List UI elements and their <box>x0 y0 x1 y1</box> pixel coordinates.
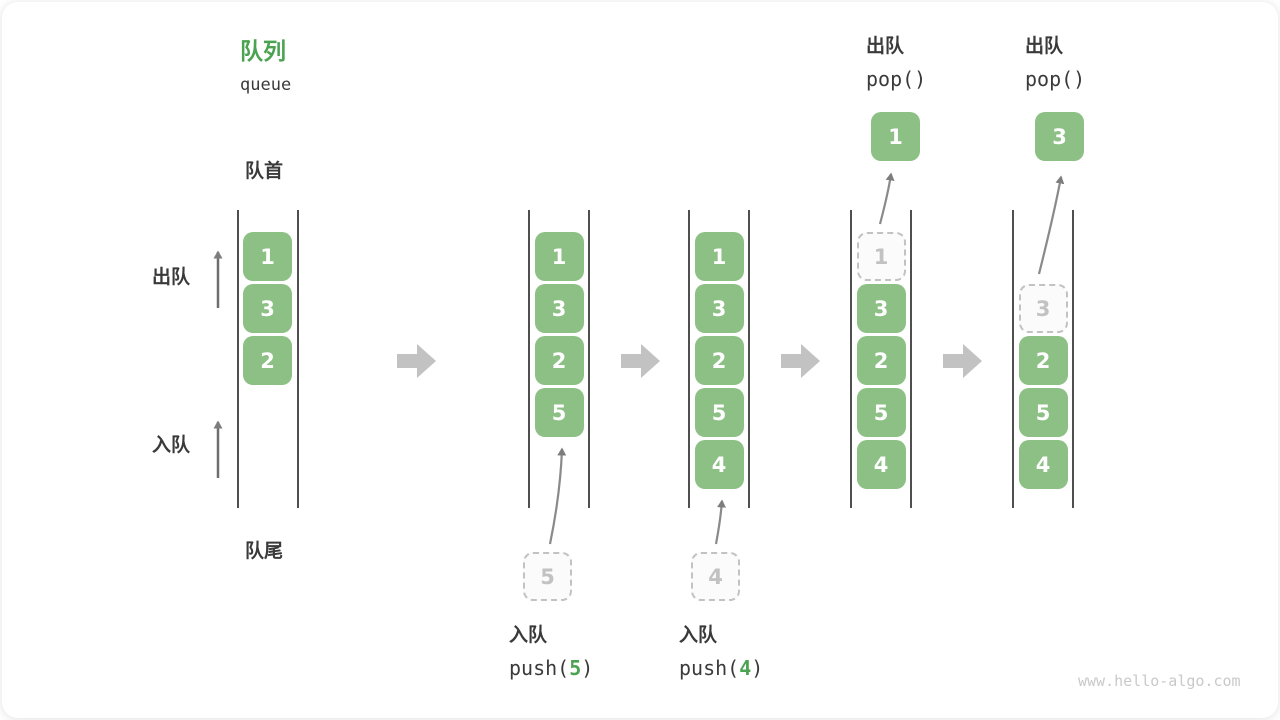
queue-wall <box>588 210 590 508</box>
enqueue-op-code: push(4) <box>679 656 763 680</box>
queue-cell: 1 <box>534 232 584 281</box>
queue-cell: 3 <box>856 284 906 333</box>
queue-cell: 5 <box>1018 388 1068 437</box>
queue-wall <box>528 210 530 508</box>
queue-cell: 2 <box>534 336 584 385</box>
dequeue-op-code: pop() <box>866 67 927 91</box>
queue-cell: 3 <box>534 284 584 333</box>
dequeue-op-code: pop() <box>1025 67 1086 91</box>
queue-wall <box>1012 210 1014 508</box>
queue-wall <box>296 210 299 508</box>
code-suffix: ) <box>751 656 764 680</box>
title-en: queue <box>240 75 292 95</box>
enqueue-op-push5: 入队 push(5) <box>509 620 593 680</box>
enqueue-op-code: push(5) <box>509 656 593 680</box>
queue-wall <box>850 210 852 508</box>
queue-cell: 3 <box>694 284 744 333</box>
code-prefix: push( <box>509 656 570 680</box>
diagram-title: 队列 queue <box>240 32 291 95</box>
queue-wall <box>910 210 912 508</box>
dequeue-side-label: 出队 <box>152 267 191 288</box>
enqueue-side-label: 入队 <box>152 435 191 456</box>
enqueue-op-push4: 入队 push(4) <box>679 620 763 680</box>
staging-box-5: 5 <box>523 552 572 601</box>
popped-box-3: 3 <box>1035 112 1084 161</box>
queue-cell: 4 <box>694 440 744 489</box>
popped-box-1: 1 <box>871 112 920 161</box>
queue-cell: 4 <box>856 440 906 489</box>
queue-wall <box>688 210 690 508</box>
code-arg: 5 <box>569 656 582 680</box>
dequeue-op-label: 出队 <box>1025 36 1064 57</box>
queue-cell-removed: 1 <box>856 232 906 281</box>
queue-cell: 5 <box>534 388 584 437</box>
queue-cell: 3 <box>243 284 292 333</box>
queue-wall <box>1072 210 1074 508</box>
queue-cell: 2 <box>1018 336 1068 385</box>
dequeue-op-pop1: 出队 pop() <box>866 31 926 91</box>
queue-rear-label: 队尾 <box>245 541 284 562</box>
queue-cell: 2 <box>243 336 292 385</box>
queue-cell: 2 <box>856 336 906 385</box>
enqueue-op-label: 入队 <box>509 625 548 646</box>
queue-cell: 5 <box>694 388 744 437</box>
code-prefix: push( <box>679 656 740 680</box>
queue-cell: 4 <box>1018 440 1068 489</box>
queue-cell: 2 <box>694 336 744 385</box>
queue-cell-removed: 3 <box>1018 284 1068 333</box>
queue-cell: 1 <box>694 232 744 281</box>
watermark: www.hello-algo.com <box>1078 672 1241 690</box>
queue-front-label: 队首 <box>245 161 284 182</box>
dequeue-op-pop3: 出队 pop() <box>1025 31 1085 91</box>
title-zh: 队列 <box>240 38 286 64</box>
staging-box-4: 4 <box>691 552 740 601</box>
dequeue-op-label: 出队 <box>866 36 905 57</box>
queue-cell: 5 <box>856 388 906 437</box>
queue-wall <box>748 210 750 508</box>
queue-cell: 1 <box>243 232 292 281</box>
code-suffix: ) <box>581 656 594 680</box>
queue-wall <box>236 210 239 508</box>
code-arg: 4 <box>739 656 752 680</box>
enqueue-op-label: 入队 <box>679 625 718 646</box>
